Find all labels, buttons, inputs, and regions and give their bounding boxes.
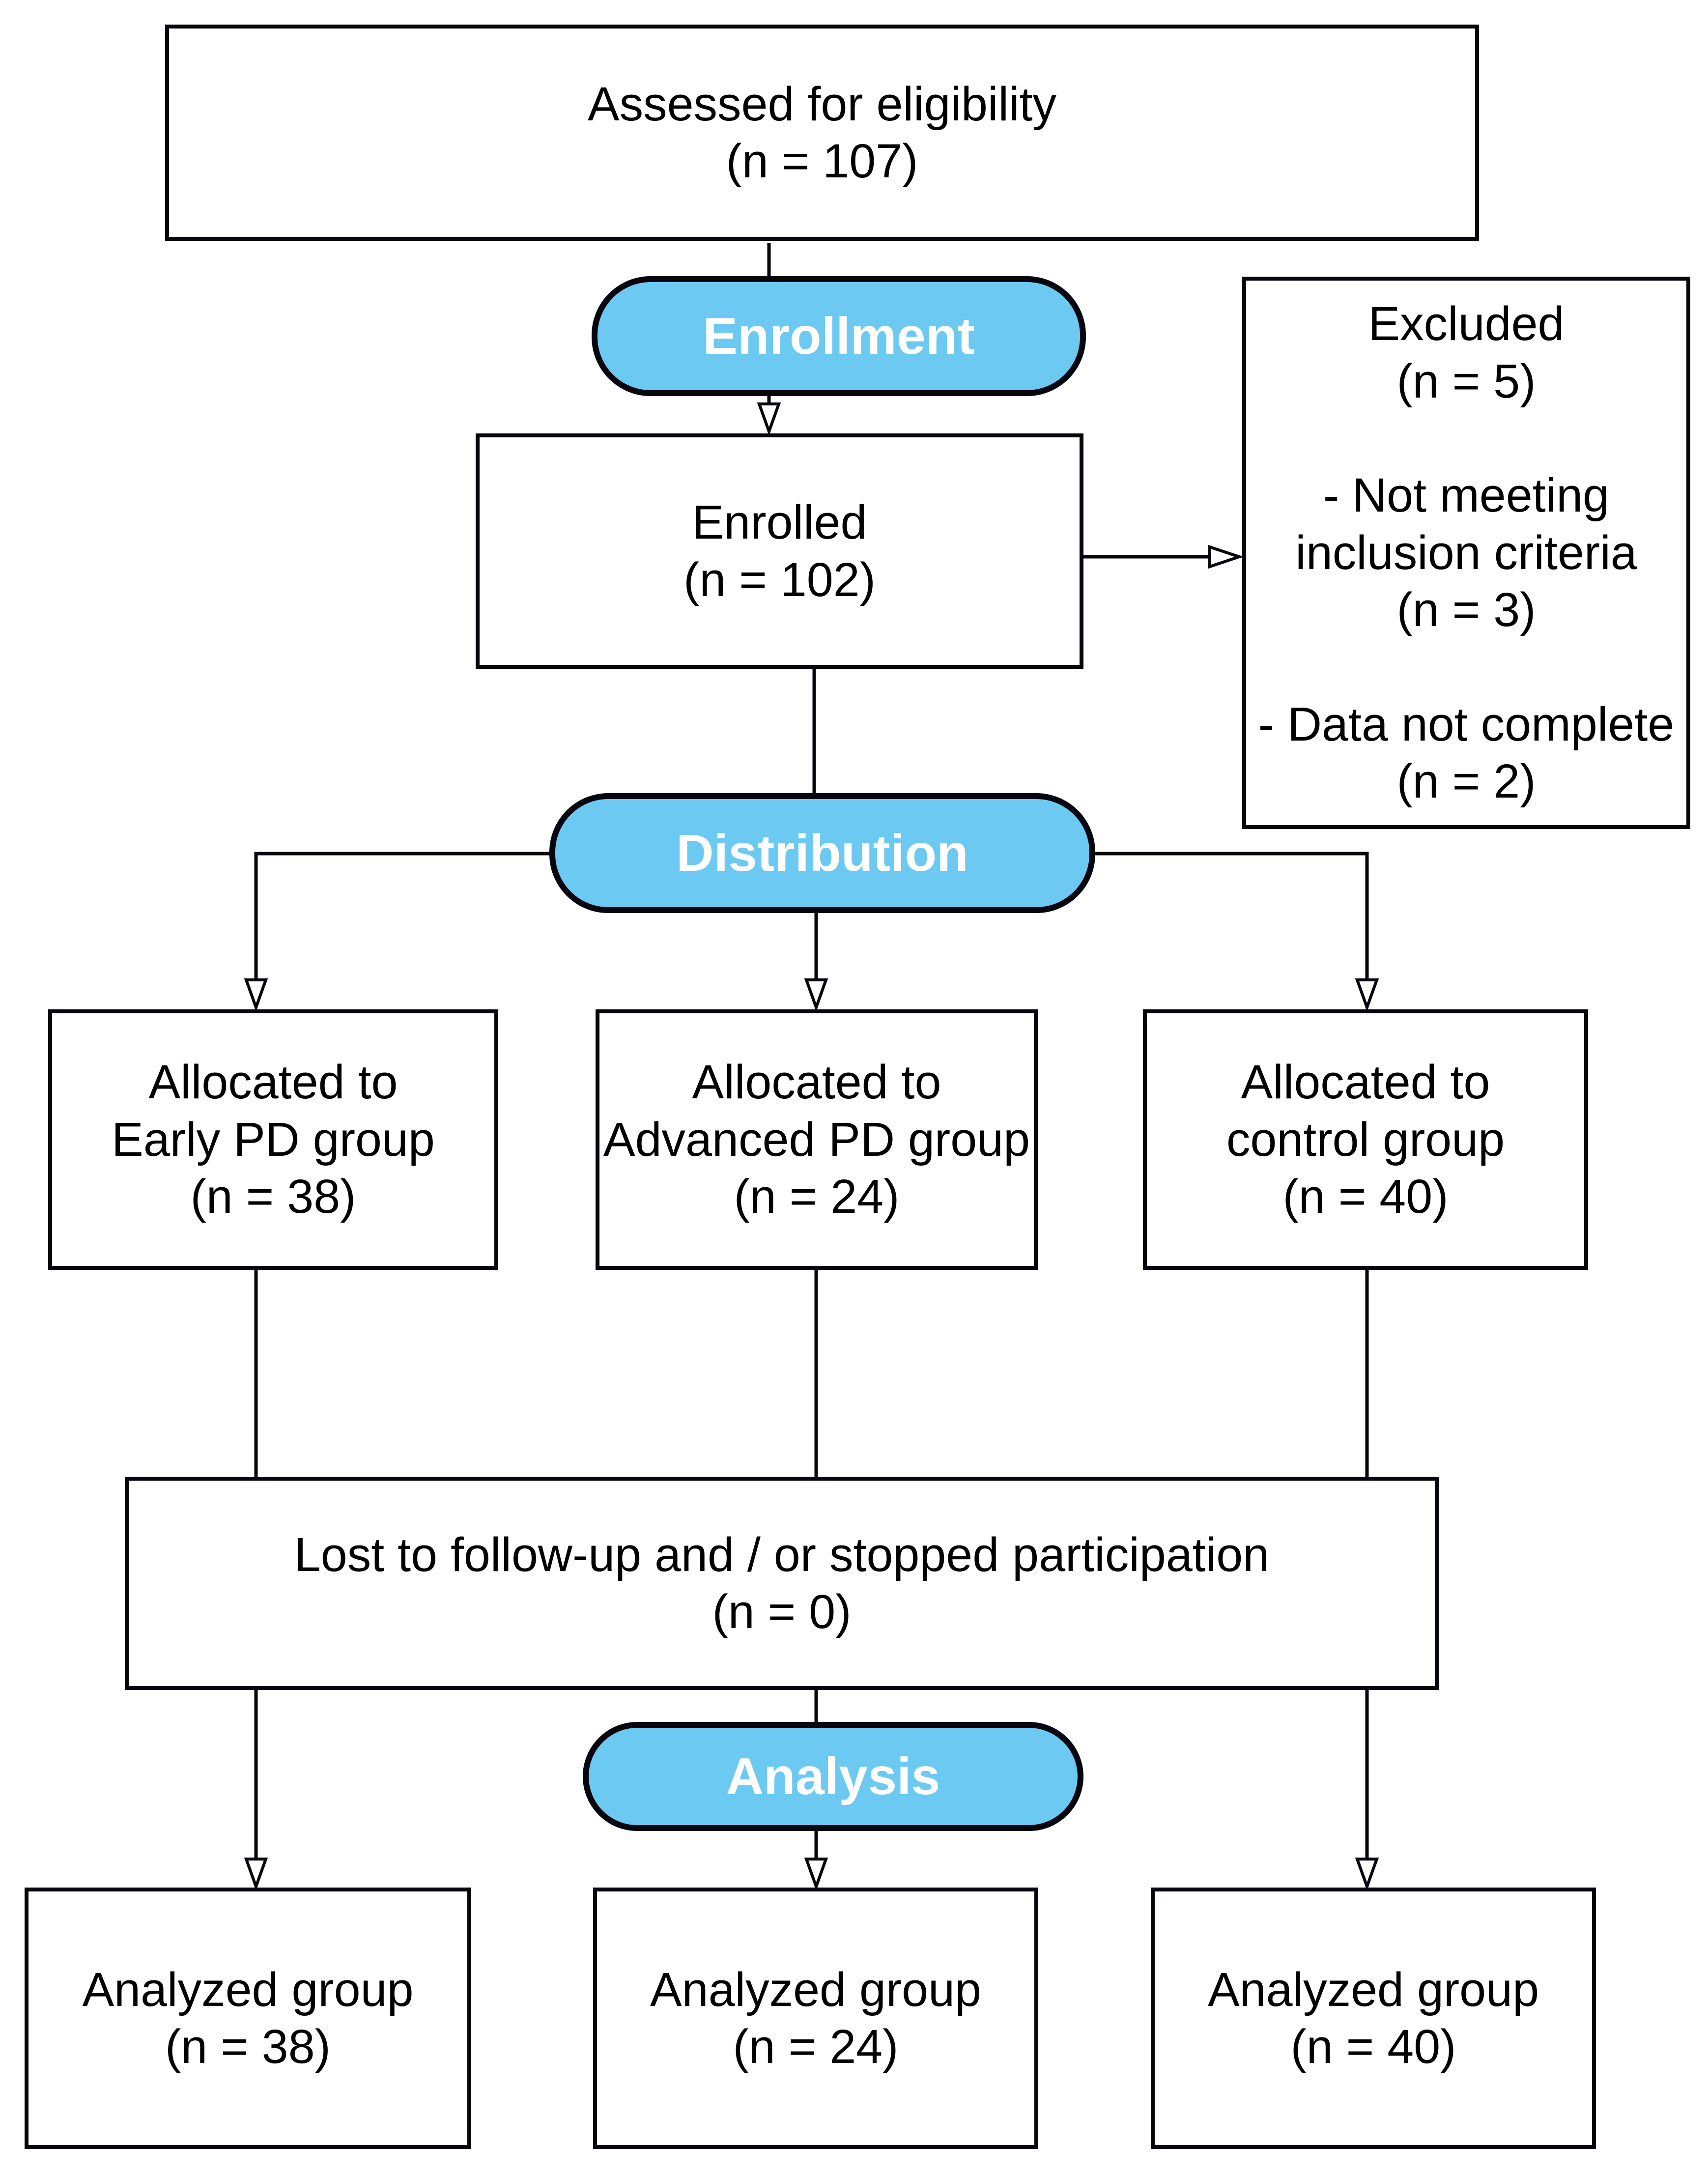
enrollment-stage-pill: Enrollment xyxy=(592,276,1086,396)
arrowhead-into-allocated-control xyxy=(1355,978,1379,1012)
enrolled-box: Enrolled (n = 102) xyxy=(476,433,1083,669)
edge-distribution-to-control xyxy=(1093,852,1369,980)
edge-distribution-to-early xyxy=(254,852,551,980)
analyzed-advanced-pd-box: Analyzed group (n = 24) xyxy=(593,1888,1038,2149)
analyzed-early-pd-label: Analyzed group (n = 38) xyxy=(82,1962,414,2073)
analyzed-advanced-pd-label: Analyzed group (n = 24) xyxy=(650,1962,982,2073)
allocated-advanced-pd-box: Allocated to Advanced PD group (n = 24) xyxy=(596,1009,1038,1270)
analyzed-control-box: Analyzed group (n = 40) xyxy=(1151,1888,1596,2149)
allocated-early-pd-box: Allocated to Early PD group (n = 38) xyxy=(48,1009,498,1270)
allocated-control-box: Allocated to control group (n = 40) xyxy=(1143,1009,1588,1270)
arrowhead-into-analyzed-advanced xyxy=(804,1858,828,1891)
arrowhead-into-allocated-early xyxy=(244,978,268,1012)
excluded-box: Excluded (n = 5) - Not meeting inclusion… xyxy=(1242,277,1690,829)
lost-to-followup-label: Lost to follow-up and / or stopped parti… xyxy=(294,1527,1270,1638)
arrowhead-into-excluded xyxy=(1208,544,1244,569)
enrollment-stage-label: Enrollment xyxy=(703,307,975,365)
distribution-stage-label: Distribution xyxy=(676,824,968,882)
assessed-eligibility-label: Assessed for eligibility (n = 107) xyxy=(587,77,1057,188)
arrowhead-into-allocated-advanced xyxy=(804,978,828,1012)
analysis-stage-label: Analysis xyxy=(726,1747,940,1805)
excluded-label: Excluded (n = 5) - Not meeting inclusion… xyxy=(1258,297,1675,808)
analyzed-control-label: Analyzed group (n = 40) xyxy=(1207,1962,1539,2073)
allocated-advanced-pd-label: Allocated to Advanced PD group (n = 24) xyxy=(603,1055,1030,1224)
arrowhead-into-analyzed-control xyxy=(1355,1858,1379,1891)
analysis-stage-pill: Analysis xyxy=(583,1722,1083,1831)
lost-to-followup-box: Lost to follow-up and / or stopped parti… xyxy=(125,1477,1439,1690)
analyzed-early-pd-box: Analyzed group (n = 38) xyxy=(25,1888,471,2149)
distribution-stage-pill: Distribution xyxy=(549,793,1095,913)
assessed-eligibility-box: Assessed for eligibility (n = 107) xyxy=(165,25,1479,241)
allocated-early-pd-label: Allocated to Early PD group (n = 38) xyxy=(112,1055,435,1224)
allocated-control-label: Allocated to control group (n = 40) xyxy=(1226,1055,1505,1224)
enrolled-label: Enrolled (n = 102) xyxy=(683,495,876,606)
arrowhead-into-enrolled xyxy=(757,402,781,436)
arrowhead-into-analyzed-early xyxy=(244,1858,268,1891)
